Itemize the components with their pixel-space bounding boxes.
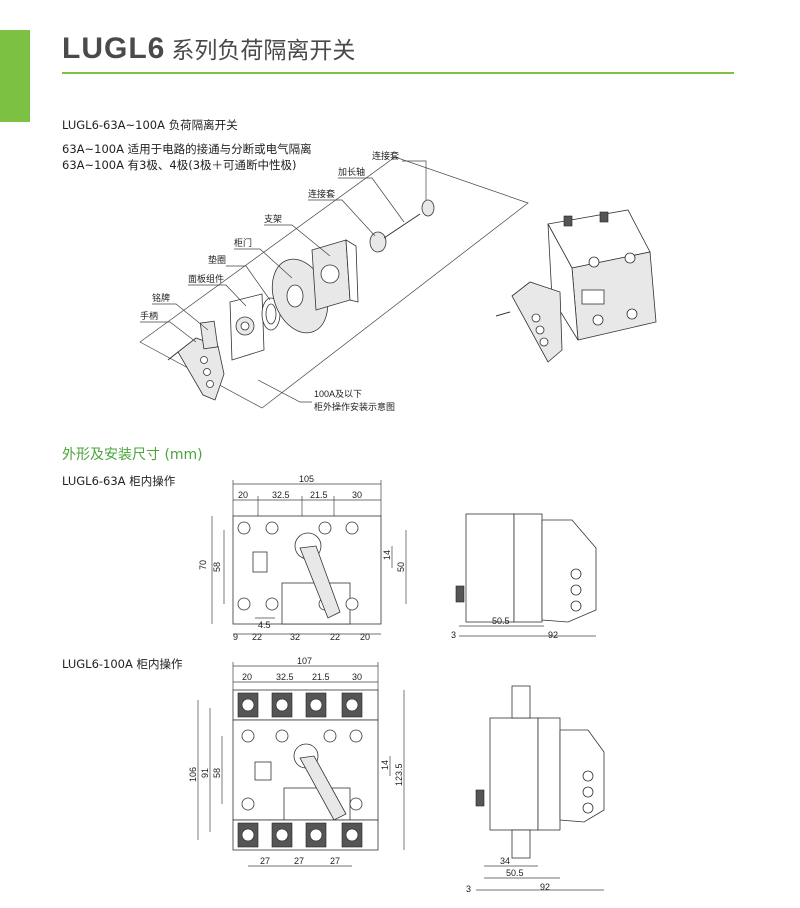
d2-height-outer: 106 (188, 767, 198, 782)
label-cabinet-door: 柜门 (234, 237, 252, 248)
bracket-part (311, 239, 359, 311)
d1-total-width: 105 (299, 474, 314, 484)
d1-top-dim-1: 20 (238, 490, 248, 500)
section-title-dimensions: 外形及安装尺寸 (mm) (62, 447, 203, 463)
d1-bottom-dim-4: 22 (330, 632, 340, 642)
drawing2-front-view: 107 20 32.5 21.5 30 106 91 58 (188, 656, 405, 867)
d2-right-height: 123.5 (394, 763, 404, 786)
label-extension-shaft: 加长轴 (338, 166, 365, 177)
drawing2-side-view: 34 50.5 3 92 (466, 685, 605, 894)
label-connector-top: 连接套 (372, 150, 399, 161)
d1-side-dim-2: 3 (451, 630, 456, 640)
series-title: 系列负荷隔离开关 (171, 38, 356, 64)
label-bracket: 支架 (264, 213, 282, 224)
d1-small-offset: 4.5 (258, 620, 271, 630)
d2-top-dim-1: 20 (242, 672, 252, 682)
intro-line-3: 63A~100A 有3极、4极(3极＋可通断中性极) (62, 158, 297, 172)
caption-line-1: 100A及以下 (314, 389, 362, 399)
d2-top-dim-4: 30 (352, 672, 362, 682)
label-gasket: 垫圈 (208, 254, 226, 265)
intro-line-2: 63A~100A 适用于电路的接通与分断或电气隔离 (62, 142, 312, 156)
series-code: LUGL6 (62, 32, 166, 65)
drawing1-side-view: 50.5 3 92 (451, 513, 597, 640)
label-connector: 连接套 (308, 188, 335, 199)
label-panel-assembly: 面板组件 (188, 273, 224, 284)
gasket-part (261, 297, 281, 331)
connector-part (369, 199, 435, 253)
assembled-switch-view (495, 209, 657, 363)
d2-side-dim-2: 50.5 (506, 868, 524, 878)
d2-side-dim-4: 92 (540, 882, 550, 892)
d2-top-dim-3: 21.5 (312, 672, 330, 682)
d1-side-dim-3: 92 (548, 630, 558, 640)
d1-top-dim-2: 32.5 (272, 490, 290, 500)
d2-height-mid: 91 (200, 768, 210, 778)
label-nameplate: 铭牌 (152, 292, 170, 303)
d1-height-inner: 58 (212, 562, 222, 572)
d2-bottom-dim-2: 27 (294, 856, 304, 866)
d2-right-small: 14 (380, 760, 390, 770)
d1-bottom-dim-1: 9 (233, 632, 238, 642)
green-side-tab (0, 30, 30, 122)
d1-side-dim-1: 50.5 (492, 616, 510, 626)
nameplate-part (199, 320, 219, 350)
d1-right-height: 50 (396, 562, 406, 572)
d2-side-dim-3: 3 (466, 884, 471, 894)
d1-top-dim-3: 21.5 (310, 490, 328, 500)
caption-line-2: 柜外操作安装示意图 (314, 401, 395, 412)
d1-bottom-dim-3: 32 (290, 632, 300, 642)
exploded-view-diagram: 连接套 加长轴 连接套 支架 柜门 垫圈 面板组件 铭牌 手柄 100A及以下 … (139, 150, 657, 412)
drawing1-front-view: 105 20 32.5 21.5 30 70 58 14 50 4.5 9 22… (198, 474, 407, 642)
drawing1-label: LUGL6-63A 柜内操作 (62, 474, 176, 488)
d2-bottom-dim-1: 27 (260, 856, 270, 866)
d1-bottom-dim-5: 20 (360, 632, 370, 642)
handle-part (167, 337, 225, 401)
d2-top-dim-2: 32.5 (276, 672, 294, 682)
d1-height-outer: 70 (198, 560, 208, 570)
d1-right-small: 14 (382, 550, 392, 560)
label-handle: 手柄 (140, 310, 158, 321)
d2-total-width: 107 (297, 656, 312, 666)
title-underline (62, 72, 734, 74)
d2-side-dim-1: 34 (500, 856, 510, 866)
intro-line-1: LUGL6-63A~100A 负荷隔离开关 (62, 118, 238, 132)
d2-height-inner: 58 (212, 768, 222, 778)
drawing2-label: LUGL6-100A 柜内操作 (62, 657, 183, 671)
d2-bottom-dim-3: 27 (330, 856, 340, 866)
panel-assembly-part (229, 293, 265, 361)
d1-top-dim-4: 30 (352, 490, 362, 500)
d1-bottom-dim-2: 22 (252, 632, 262, 642)
